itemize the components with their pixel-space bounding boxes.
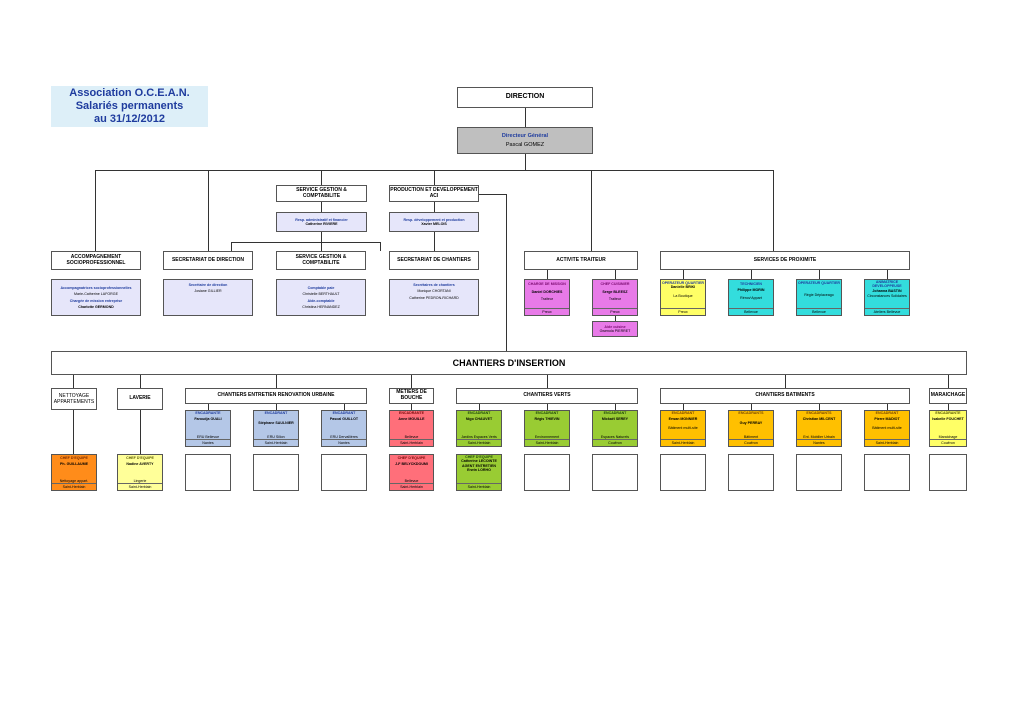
cat-eru: CHANTIERS ENTRETIEN RENOVATION URBAINE [185, 388, 367, 404]
dept-accompagnement-staff: Accompagnatrices socioprofessionnelles M… [51, 279, 141, 316]
proximite-staff-2: TECHNICIEN Philippe MORIN Rénov'Appart B… [728, 279, 774, 316]
dept-accompagnement-header: ACCOMPAGNEMENT SOCIOPROFESSIONNEL [51, 251, 141, 270]
direction-box: DIRECTION [457, 87, 593, 108]
dept-secretariat-chantiers-header: SECRETARIAT DE CHANTIERS [389, 251, 479, 270]
dept-secretariat-direction-header: SECRETARIAT DE DIRECTION [163, 251, 253, 270]
title-line-3: au 31/12/2012 [94, 113, 165, 125]
direction-header: DIRECTION [505, 93, 545, 101]
traiteur-header: ACTIVITE TRAITEUR [524, 251, 638, 270]
proximite-staff-1: OPERATEUR QUARTIER Danielle BRIKI La Bou… [660, 279, 706, 316]
empty-slot [592, 454, 638, 491]
dept-secretariat-chantiers-staff: Secrétaires de chantiers Monique CHORTAN… [389, 279, 479, 316]
cat-verts: CHANTIERS VERTS [456, 388, 638, 404]
title-line-1: Association O.C.E.A.N. [69, 87, 190, 99]
encadrant-card: ENCADRANT Régis THIEVIN Environnement Sa… [524, 410, 570, 447]
cat-nettoyage: NETTOYAGE APPARTEMENTS [51, 388, 97, 410]
encadrant-card: ENCADRANTE Isabelle FOUCHET Maraichage C… [929, 410, 967, 447]
chef-equipe-card: CHEF D'EQUIPE Catherine LECOINTE AGENT E… [456, 454, 502, 491]
empty-slot [524, 454, 570, 491]
traiteur-staff-1: CHARGE DE MISSION Daniel DORCHIES Traite… [524, 279, 570, 316]
empty-slot [864, 454, 910, 491]
empty-slot [796, 454, 842, 491]
empty-slot [728, 454, 774, 491]
empty-slot [660, 454, 706, 491]
chef-equipe-card: CHEF D'EQUIPE Nadine AVERTY Lingerie Sai… [117, 454, 163, 491]
dept-gestion-header: SERVICE GESTION & COMPTABILITE [276, 251, 366, 270]
encadrant-card: ENCADRANT Pierre MADIOT Bâtiment multi-s… [864, 410, 910, 447]
encadrant-card: ENCADRANT Mickaël SEREY Espaces Naturels… [592, 410, 638, 447]
encadrant-card: ENCADRANTE Anne MOUILLE Bellevue Saint-H… [389, 410, 434, 447]
director-role: Directeur Général [501, 132, 549, 139]
cat-bouche: METIERS DE BOUCHE [389, 388, 434, 404]
cat-batiments: CHANTIERS BATIMENTS [660, 388, 910, 404]
traiteur-staff-2: CHEF CUISINIER Serge BLEESZ Traiteur Pre… [592, 279, 638, 316]
cat-maraichage: MARAICHAGE [929, 388, 967, 404]
empty-slot [185, 454, 231, 491]
proximite-staff-3: OPERATEUR QUARTIER Régie Déplaceago Bell… [796, 279, 842, 316]
proximite-header: SERVICES DE PROXIMITE [660, 251, 910, 270]
service-gestion-manager: Resp. administratif et financier Catheri… [276, 212, 367, 232]
service-gestion-header: SERVICE GESTION & COMPTABILITE [276, 185, 367, 202]
traiteur-aide: Aide cuisine Gwenola PIERRET [592, 321, 638, 337]
chantiers-insertion-header: CHANTIERS D'INSERTION [51, 351, 967, 375]
empty-slot [321, 454, 367, 491]
proximite-staff-4: ANIMATRICE DEVELOPPEUSE Johanna BASTIN C… [864, 279, 910, 316]
empty-slot [253, 454, 299, 491]
encadrant-card: ENCADRANT Pascal GUILLOT ERU Dervallière… [321, 410, 367, 447]
empty-slot [929, 454, 967, 491]
dept-gestion-staff: Comptable paie Christelle BERTHAULT Aide… [276, 279, 366, 316]
encadrant-card: ENCADRANTS Guy PERRAY Bâtiment Couëron [728, 410, 774, 447]
production-manager: Resp. développement et production Xavier… [389, 212, 479, 232]
encadrant-card: ENCADRANTE Faroudja OUALI ERU Bellevue N… [185, 410, 231, 447]
org-title: Association O.C.E.A.N. Salariés permanen… [51, 86, 208, 127]
encadrant-card: ENCADRANT Erwan MONNIER Bâtiment multi-s… [660, 410, 706, 447]
director-general-box: Directeur Général Pascal GOMEZ [457, 127, 593, 154]
encadrant-card: ENCADRANTS Christian MILCENT Ent. Mobili… [796, 410, 842, 447]
chef-equipe-card: CHEF D'EQUIPE J-F BELYCKDOUMI Bellevue S… [389, 454, 434, 491]
production-header: PRODUCTION ET DEVELOPPEMENT ACI [389, 185, 479, 202]
title-line-2: Salariés permanents [75, 100, 184, 112]
encadrant-card: ENCADRANT Stéphane SAULNIER ERU Sillon S… [253, 410, 299, 447]
director-name: Pascal GOMEZ [505, 142, 545, 148]
encadrant-card: ENCADRANT Nigo CHAUVET Jardins Espaces V… [456, 410, 502, 447]
dept-secretariat-direction-staff: Secrétaire de direction Josiane GILLIER [163, 279, 253, 316]
chef-equipe-card: CHEF D'EQUIPE Ph. GUILLAUME Nettoyage ap… [51, 454, 97, 491]
cat-laverie: LAVERIE [117, 388, 163, 410]
